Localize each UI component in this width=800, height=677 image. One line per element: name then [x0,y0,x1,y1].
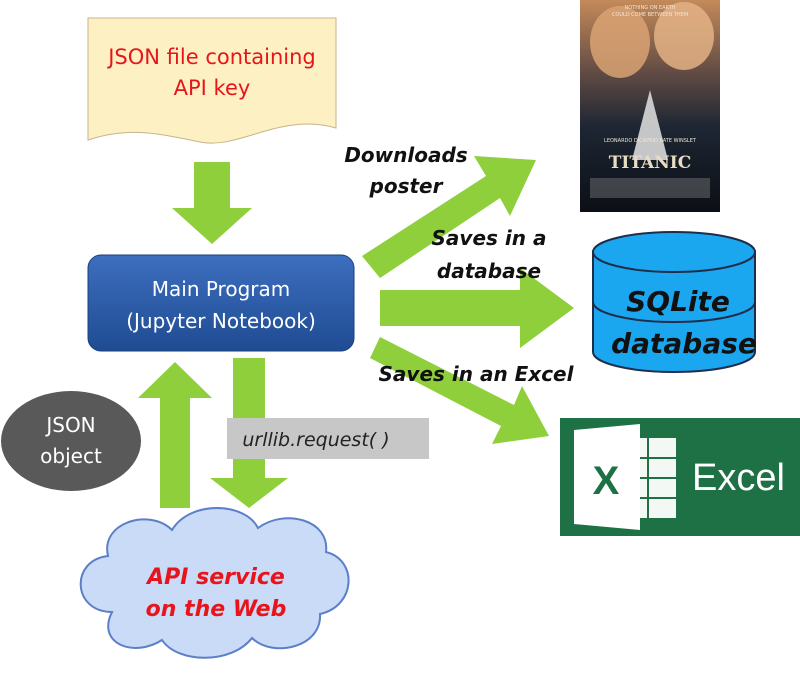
db-cylinder-body [592,251,756,373]
db-cylinder-band [592,301,756,323]
edge-label-downloads-1: Downloads [344,143,467,167]
arrow-api-to-main [138,362,212,508]
main-program-box [87,254,355,352]
excel-logo: X Excel [560,418,800,536]
edge-label-savesdb-1: Saves in a [432,226,547,250]
excel-sheet-grid [620,438,676,518]
poster-credits [590,178,710,198]
api-service-label-2: on the Web [146,597,287,622]
sqlite-label-2: database [611,327,757,360]
excel-word: Excel [692,457,785,499]
json-object-node: JSON object [1,391,141,491]
titanic-poster: NOTHING ON EARTH COULD COME BETWEEN THEM… [580,0,720,212]
json-object-label-1: JSON [44,413,95,437]
sqlite-db-node: SQLite database [592,231,757,373]
json-object-shape [1,391,141,491]
arrow-main-to-poster [362,156,536,278]
main-program-label-2: (Jupyter Notebook) [126,309,316,333]
poster-ship-bow [632,90,668,160]
api-service-node: API service on the Web [79,507,350,659]
db-cylinder-top [592,231,756,273]
json-file-node: JSON file containing API key [87,17,337,144]
json-file-label-2: API key [174,76,251,100]
poster-names: LEONARDO DiCAPRIO KATE WINSLET [604,138,697,144]
arrow-json-to-main [172,162,252,244]
json-file-shape [87,17,337,144]
excel-x-icon: X [593,459,620,503]
edge-label-downloads-2: poster [369,174,444,198]
json-object-label-2: object [40,444,102,468]
arrow-main-to-excel [370,337,549,444]
edge-label-savesdb-2: database [437,259,541,283]
urllib-label: urllib.request( ) [242,429,389,451]
urllib-node: urllib.request( ) [227,418,429,459]
main-program-label-1: Main Program [152,277,291,301]
urllib-box [227,418,429,459]
poster-tagline-1: NOTHING ON EARTH [625,5,676,11]
json-file-label-1: JSON file containing [106,45,316,69]
main-program-node: Main Program (Jupyter Notebook) [87,254,355,352]
poster-tagline-2: COULD COME BETWEEN THEM [612,12,688,18]
poster-face-left [590,6,650,78]
api-cloud-shape [79,507,350,659]
arrow-main-to-db [380,268,574,348]
sqlite-label-1: SQLite [626,285,730,318]
poster-title: TITANIC [609,153,692,173]
api-service-label-1: API service [145,565,285,590]
edge-label-savesexcel: Saves in an Excel [379,362,575,386]
excel-x-badge [574,424,640,530]
poster-face-right [654,2,714,70]
